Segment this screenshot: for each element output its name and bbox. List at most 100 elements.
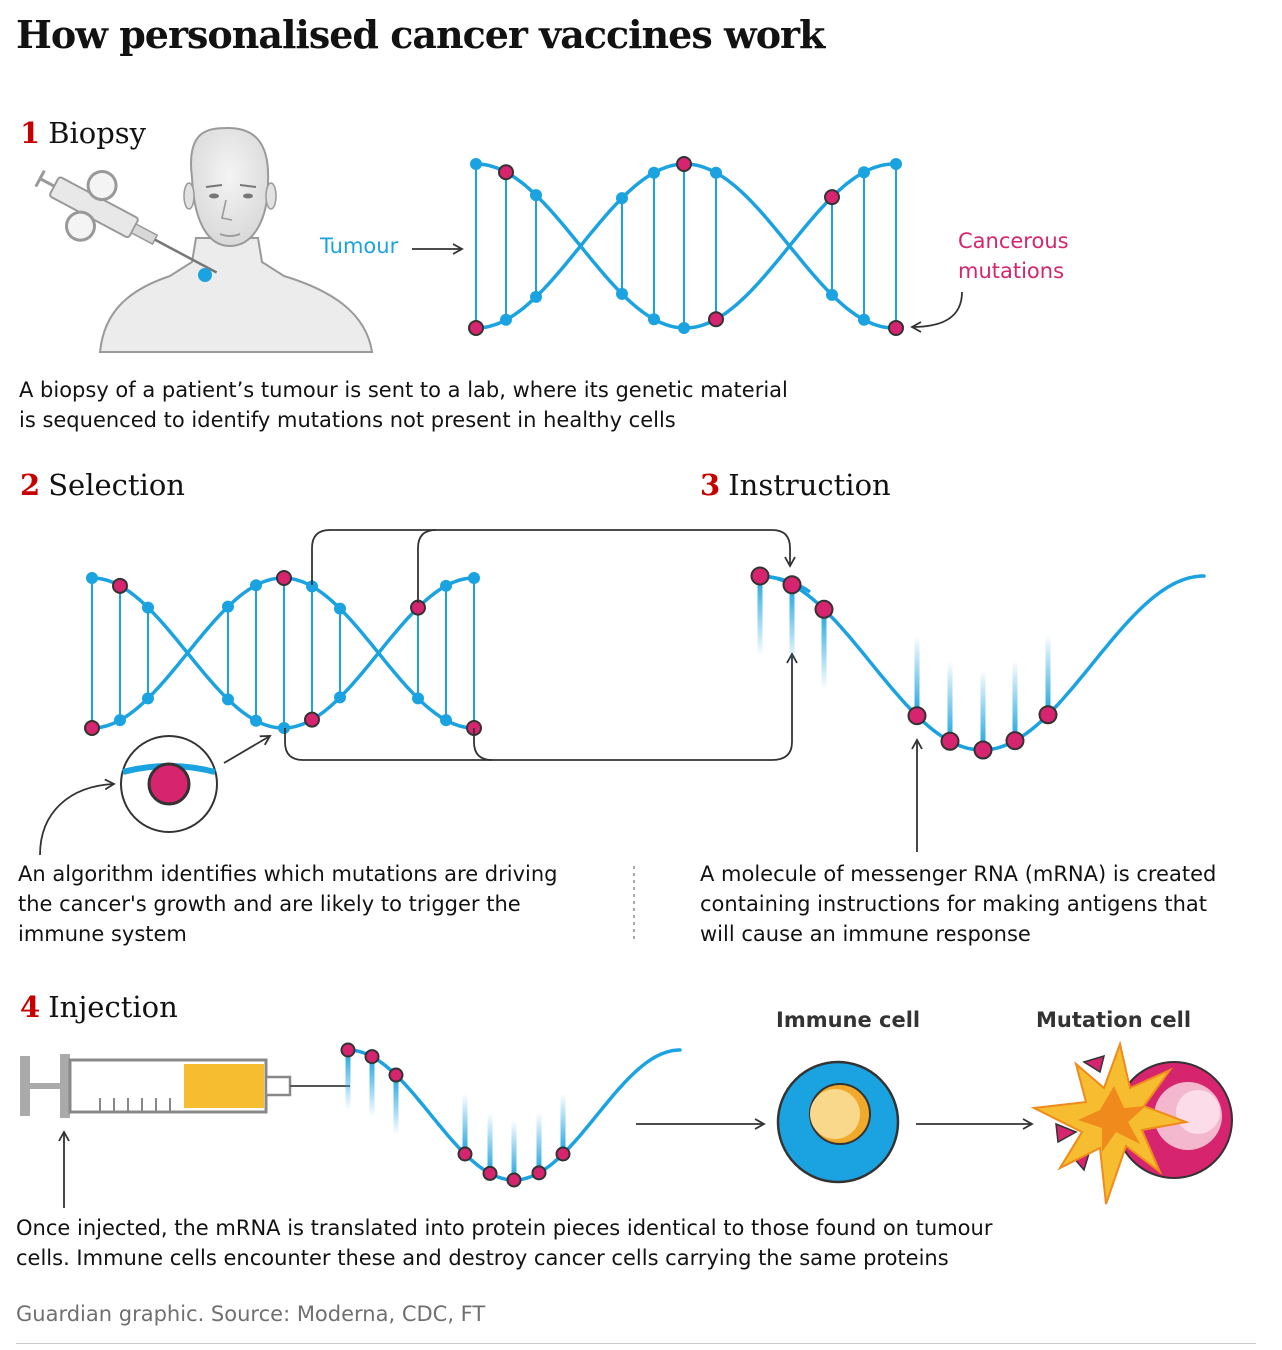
base-dot [470, 158, 482, 170]
mutation-dot [84, 720, 100, 736]
injected-mrna-molecule [340, 1042, 682, 1188]
mrna-rung [914, 635, 920, 716]
mrna-rung [536, 1112, 542, 1173]
mutation-dot [676, 156, 692, 173]
mrna-rung [821, 609, 827, 690]
base-dot [142, 692, 154, 705]
mutation-dot [506, 1172, 522, 1188]
mrna-rung [980, 669, 986, 750]
base-dot [616, 192, 628, 205]
step-4-title: Injection [48, 990, 178, 1024]
mutation-dot [498, 164, 514, 181]
base-dot [648, 313, 660, 326]
mutation-dot [482, 1165, 498, 1181]
mutation-dot [814, 599, 834, 619]
biopsy-syringe-icon [34, 169, 218, 274]
base-dot [710, 166, 722, 179]
tumour-dna-helix [468, 156, 904, 336]
mutation-dot [1005, 731, 1025, 751]
mutation-dot [888, 319, 904, 336]
step-1-title: Biopsy [48, 116, 147, 150]
base-dot [858, 166, 870, 179]
selection-dna-helix [84, 570, 482, 736]
immune-cell-label: Immune cell [776, 1008, 921, 1032]
mutation-dot [531, 1165, 547, 1181]
base-dot [250, 714, 262, 727]
base-dot [142, 601, 154, 614]
instruction-description: A molecule of messenger RNA (mRNA) is cr… [700, 862, 1217, 946]
base-dot [306, 580, 318, 593]
base-dot [500, 313, 512, 326]
base-dot [114, 714, 126, 727]
footer-divider [16, 1343, 1256, 1344]
base-dot [826, 288, 838, 301]
base-dot [530, 290, 542, 303]
selection-connector-top [311, 529, 796, 585]
mrna-rung [345, 1050, 351, 1110]
base-dot [222, 693, 234, 706]
mrna-rung [462, 1093, 468, 1154]
base-dot [334, 602, 346, 615]
mutation-dot [340, 1042, 356, 1058]
mutation-dot [457, 1146, 473, 1162]
injection-description: Once injected, the mRNA is translated in… [16, 1216, 993, 1270]
mrna-rung [789, 584, 795, 665]
algorithm-arrow [39, 778, 116, 856]
mutation-dot [750, 566, 770, 586]
mutation-dot [824, 189, 840, 206]
selection-connector-branch-bottom [473, 728, 493, 761]
step-1-number: 1 [20, 116, 41, 150]
step-4-number: 4 [20, 990, 41, 1024]
mutation-dot [782, 575, 802, 595]
base-dot [858, 313, 870, 326]
biopsy-description: A biopsy of a patient’s tumour is sent t… [19, 378, 788, 432]
selection-description: An algorithm identifies which mutations … [18, 862, 558, 946]
injection-syringe-icon [20, 1054, 350, 1118]
step-2-title: Selection [48, 468, 185, 502]
mutation-dot [1038, 705, 1058, 725]
mutation-dot [304, 711, 320, 728]
base-dot [530, 189, 542, 202]
tumour-site-marker [198, 268, 212, 282]
mrna-rung [393, 1075, 399, 1136]
step-3-number: 3 [700, 468, 721, 502]
mrna-rung [757, 576, 763, 656]
tumour-label: Tumour [320, 234, 399, 258]
mutation-dot [708, 311, 724, 328]
mutation-dot [276, 570, 292, 587]
patient-illustration [98, 126, 374, 353]
base-dot [278, 721, 290, 734]
base-dot [412, 692, 424, 705]
base-dot [890, 158, 902, 171]
mrna-rung [369, 1056, 375, 1117]
mrna-rung [1045, 634, 1051, 715]
zoom-arrow [223, 735, 272, 764]
mutations-arrow [910, 291, 963, 333]
base-dot [86, 572, 98, 584]
mrna-molecule [750, 566, 1206, 760]
mutation-dot [112, 577, 128, 594]
selection-connector-branch [417, 529, 437, 603]
page-title: How personalised cancer vaccines work [16, 12, 825, 57]
base-dot [440, 714, 452, 727]
base-dot [678, 321, 690, 334]
mrna-rung [487, 1113, 493, 1174]
mrna-rung [560, 1093, 566, 1154]
mutation-cell-label: Mutation cell [1036, 1008, 1192, 1032]
mutation-dot [388, 1067, 404, 1083]
mutation-dot [555, 1146, 571, 1162]
mrna-rung [1012, 660, 1018, 741]
mutation-zoom-icon [120, 735, 218, 833]
mrna-rung [511, 1120, 517, 1180]
base-dot [440, 579, 452, 592]
immune-cell-icon [776, 1060, 900, 1184]
cancerous-mutations-label: Cancerous mutations [958, 229, 1069, 283]
mutation-dot [364, 1049, 380, 1065]
source-credit: Guardian graphic. Source: Moderna, CDC, … [16, 1302, 486, 1326]
step-3-title: Instruction [728, 468, 891, 502]
